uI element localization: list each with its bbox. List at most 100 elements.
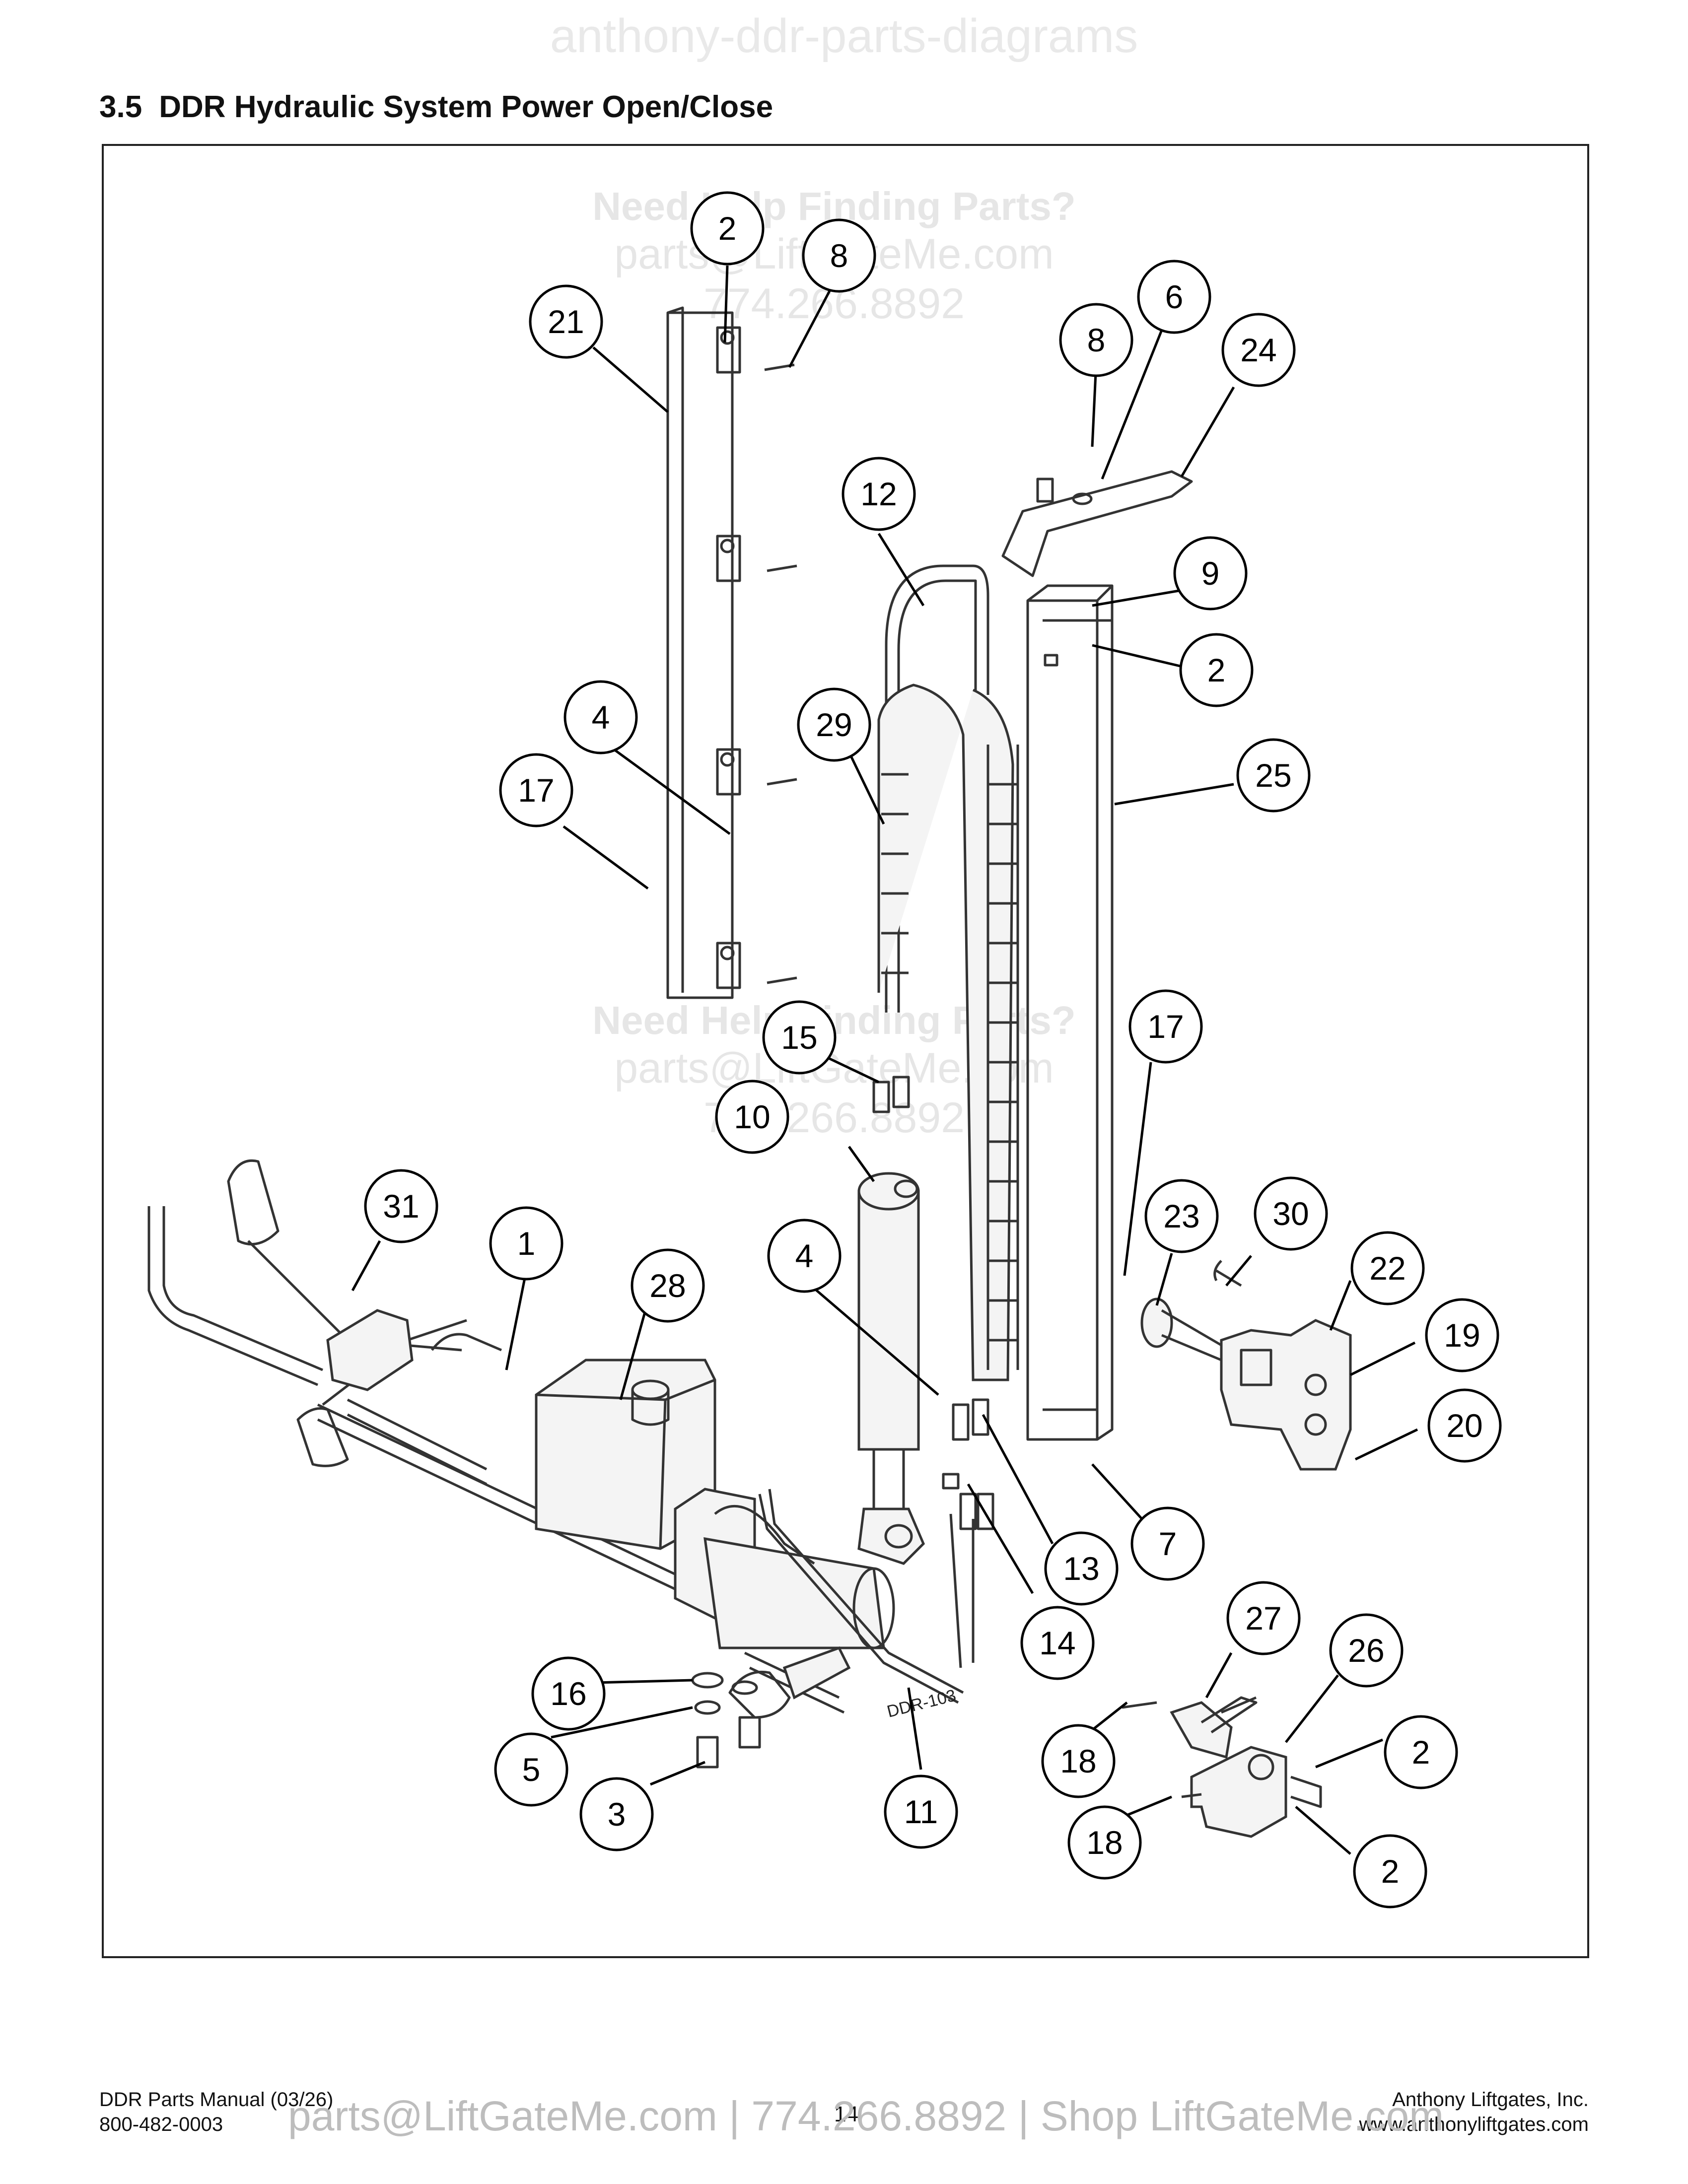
svg-text:8: 8 <box>1087 322 1106 358</box>
svg-text:17: 17 <box>1147 1008 1184 1045</box>
callout: 28 <box>631 1248 705 1323</box>
callout: 7 <box>1130 1506 1205 1581</box>
callout: 21 <box>529 284 603 359</box>
manual-name: DDR Parts Manual (03/26) <box>99 2089 334 2111</box>
svg-text:25: 25 <box>1255 757 1291 794</box>
svg-text:10: 10 <box>734 1098 770 1135</box>
top-bracket <box>1001 470 1193 577</box>
callouts: 2 8 21 8 6 24 12 9 2 4 29 17 25 15 17 10… <box>364 191 1502 1909</box>
drawing-reference: DDR-103 <box>885 1686 958 1721</box>
svg-text:7: 7 <box>1159 1525 1177 1562</box>
svg-text:3: 3 <box>608 1796 626 1833</box>
svg-text:21: 21 <box>548 303 584 340</box>
svg-text:17: 17 <box>518 772 554 809</box>
diagram-frame <box>102 144 1589 1958</box>
callout: 5 <box>494 1732 568 1807</box>
section-title: 3.5 DDR Hydraulic System Power Open/Close <box>99 89 773 125</box>
svg-text:24: 24 <box>1240 332 1276 368</box>
section-number: 3.5 <box>99 90 142 124</box>
callout: 26 <box>1329 1613 1404 1688</box>
svg-text:2: 2 <box>1412 1734 1430 1771</box>
top-watermark: anthony-ddr-parts-diagrams <box>550 9 1138 63</box>
svg-text:27: 27 <box>1245 1600 1281 1637</box>
footer-left: DDR Parts Manual (03/26) 800-482-0003 <box>99 2087 333 2137</box>
svg-text:22: 22 <box>1369 1250 1406 1287</box>
page-number: 14 <box>834 2102 858 2126</box>
callout: 29 <box>797 687 871 762</box>
svg-text:31: 31 <box>383 1188 419 1225</box>
footer-right: Anthony Liftgates, Inc. www.anthonyliftg… <box>1359 2087 1589 2137</box>
callout: 17 <box>1128 989 1203 1064</box>
cable-carrier-chain <box>877 683 1019 1381</box>
svg-text:30: 30 <box>1272 1195 1309 1232</box>
callout: 2 <box>1179 633 1254 707</box>
callout: 25 <box>1236 738 1311 813</box>
callout: 22 <box>1350 1231 1425 1305</box>
svg-text:4: 4 <box>795 1237 814 1274</box>
bottom-hardware <box>691 1672 761 1769</box>
svg-text:12: 12 <box>860 476 897 512</box>
callout: 27 <box>1226 1581 1301 1655</box>
svg-text:2: 2 <box>718 210 737 247</box>
callout: 8 <box>802 218 876 293</box>
callout: 23 <box>1144 1179 1219 1253</box>
svg-text:2: 2 <box>1381 1853 1400 1890</box>
svg-text:1: 1 <box>517 1225 536 1262</box>
svg-text:16: 16 <box>550 1675 586 1712</box>
callout: 4 <box>767 1219 842 1293</box>
callout: 8 <box>1059 303 1133 377</box>
callout: 15 <box>762 1000 837 1075</box>
svg-text:13: 13 <box>1063 1550 1099 1587</box>
fittings-cluster <box>872 1076 994 1668</box>
svg-text:19: 19 <box>1444 1317 1480 1354</box>
svg-text:20: 20 <box>1446 1407 1482 1444</box>
callout: 12 <box>842 457 916 531</box>
footer-watermark: parts@LiftGateMe.com | 774.266.8892 | Sh… <box>288 2093 1444 2139</box>
callout: 18 <box>1067 1805 1142 1880</box>
svg-text:15: 15 <box>781 1019 817 1056</box>
hydraulic-hose-loop <box>885 564 989 1013</box>
svg-text:2: 2 <box>1207 652 1226 688</box>
callout: 14 <box>1020 1606 1095 1680</box>
svg-text:8: 8 <box>830 237 848 274</box>
callout: 17 <box>499 753 573 827</box>
callout: 2 <box>1384 1715 1458 1789</box>
company-phone: 800-482-0003 <box>99 2114 223 2135</box>
svg-text:23: 23 <box>1163 1198 1199 1234</box>
svg-text:5: 5 <box>522 1751 541 1788</box>
section-title-text: DDR Hydraulic System Power Open/Close <box>159 90 774 124</box>
callout: 30 <box>1254 1176 1328 1251</box>
callout: 10 <box>715 1080 789 1154</box>
callout: 31 <box>364 1169 438 1243</box>
svg-text:29: 29 <box>816 706 852 743</box>
callout: 1 <box>489 1206 563 1281</box>
callout: 9 <box>1173 536 1248 611</box>
callout: 2 <box>690 191 765 266</box>
callout: 2 <box>1353 1834 1427 1909</box>
hydraulic-cylinder <box>857 1172 925 1565</box>
company-website[interactable]: www.anthonyliftgates.com <box>1359 2114 1589 2135</box>
company-name: Anthony Liftgates, Inc. <box>1392 2089 1589 2111</box>
callout: 24 <box>1221 313 1296 387</box>
svg-text:14: 14 <box>1039 1625 1075 1661</box>
callout: 20 <box>1427 1388 1502 1463</box>
svg-text:6: 6 <box>1165 278 1184 315</box>
svg-text:4: 4 <box>592 699 610 736</box>
callout: 16 <box>531 1656 606 1731</box>
svg-text:28: 28 <box>649 1267 686 1304</box>
callout: 18 <box>1041 1724 1116 1798</box>
lower-pin-and-bracket <box>1122 1696 1322 1838</box>
callout: 13 <box>1044 1531 1119 1606</box>
svg-text:18: 18 <box>1086 1824 1123 1861</box>
leader-lines <box>351 265 1418 1855</box>
power-unit-reservoir <box>535 1359 964 1719</box>
callout: 6 <box>1137 260 1211 334</box>
svg-text:18: 18 <box>1060 1743 1096 1779</box>
callout: 3 <box>579 1777 654 1851</box>
callout: 19 <box>1425 1298 1499 1372</box>
vertical-channel-right <box>1026 584 1114 1441</box>
main-frame-tubing <box>147 1159 845 1714</box>
svg-text:11: 11 <box>904 1793 938 1830</box>
callout: 11 <box>884 1774 958 1849</box>
